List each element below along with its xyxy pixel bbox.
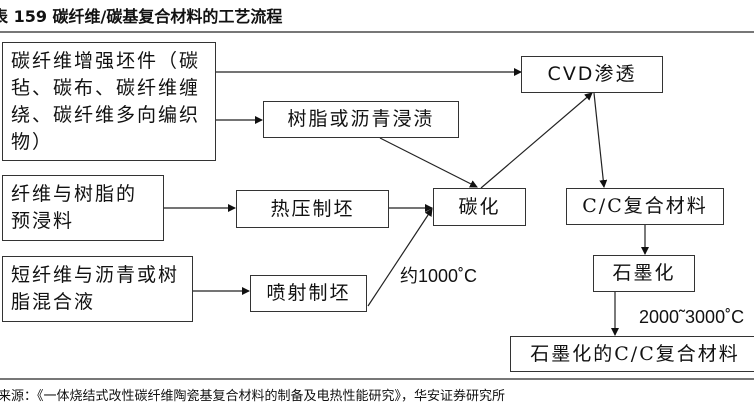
top-rule	[0, 31, 754, 33]
node-cvd-label: CVD渗透	[547, 63, 637, 85]
arrow-spray-carbonization	[367, 208, 433, 307]
arrow-cvd-cc	[593, 92, 608, 188]
node-cvd: CVD渗透	[521, 56, 663, 93]
node-preform: 碳纤维增强坯件（碳毡、碳布、碳纤维缠绕、碳纤维多向编织物）	[2, 42, 216, 161]
node-preform-label: 碳纤维增强坯件（碳毡、碳布、碳纤维缠绕、碳纤维多向编织物）	[11, 49, 201, 153]
node-impregnation: 树脂或沥青浸渍	[263, 101, 459, 138]
node-carbonization: 碳化	[433, 188, 526, 226]
bottom-rule	[0, 378, 754, 380]
graphitization-temp-label: 2000˜3000˚C	[639, 307, 745, 327]
carbonization-temp-label: 约1000˚C	[400, 266, 478, 286]
arrow-impregnation-carbonization	[379, 137, 478, 188]
node-prepreg-label: 纤维与树脂的预浸料	[11, 183, 138, 232]
arrow-carbonization-cvd	[480, 92, 593, 189]
source-note: 来源：《一体烧结式改性碳纤维陶瓷基复合材料的制备及电热性能研究》，华安证券研究所	[0, 389, 506, 404]
node-hot-press: 热压制坯	[236, 190, 389, 228]
node-carbonization-label: 碳化	[458, 195, 501, 218]
node-cc-composite: C/C复合材料	[566, 188, 724, 225]
figure-title: 表 159 碳纤维/碳基复合材料的工艺流程	[0, 7, 283, 26]
node-cc-composite-label: C/C复合材料	[582, 195, 708, 217]
node-short-fiber-mix-label: 短纤维与沥青或树脂混合液	[11, 264, 180, 313]
node-graphitization-label: 石墨化	[612, 262, 676, 284]
node-graphitized-cc: 石墨化的C/C复合材料	[510, 336, 754, 372]
node-short-fiber-mix: 短纤维与沥青或树脂混合液	[2, 256, 193, 322]
node-spray: 喷射制坯	[250, 275, 367, 312]
node-impregnation-label: 树脂或沥青浸渍	[287, 108, 435, 130]
node-spray-label: 喷射制坯	[266, 282, 351, 304]
node-graphitization: 石墨化	[593, 255, 695, 292]
node-graphitized-cc-label: 石墨化的C/C复合材料	[530, 342, 740, 365]
node-prepreg: 纤维与树脂的预浸料	[2, 175, 164, 241]
node-hot-press-label: 热压制坯	[270, 197, 355, 220]
